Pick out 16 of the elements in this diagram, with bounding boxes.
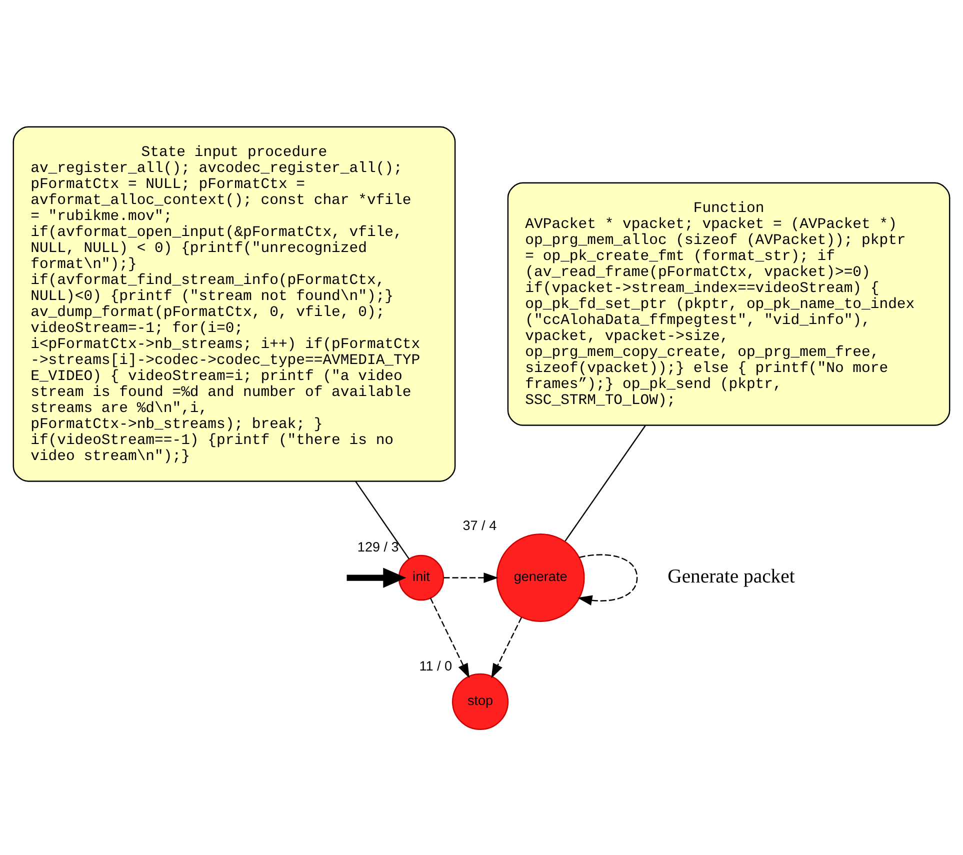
arrow [491,616,522,678]
label: Generate packet [668,564,795,587]
node-label: 37 / 4 [462,518,497,533]
connector [355,480,410,559]
node-circle: stop [452,672,509,730]
arrow [430,597,470,678]
node-circle: init [398,554,444,600]
node-circle: generate [496,533,585,622]
node-label: 11 / 0 [419,658,452,673]
node-box: State input procedure av_register_all(); avcodec_register_all(); pFormatCtx = NULL; pFormatCtx = avformat_alloc_context(); const char *vfile = "rubikme.mov"; if(avformat_open_input(&pFormatCtx, vfile, NULL, NULL) < 0) {printf("unrecognized format\n");} if(avformat_find_stream_info(pFormatCtx, NULL)<0) {printf ("stream not found\n");} av_dump_format(pFormatCtx, 0, vfile, 0); videoStream=-1; for(i=0; i<pFormatCtx->nb_streams; i++) if(pFormatCtx->streams[i]->codec->codec_type==AVMEDIA_TYPE_VIDEO) { videoStream=i; printf ("a video stream is found =%d and number of available streams are %d\n",i, pFormatCtx->nb_streams); break; } if(videoStream==-1) {printf ("there is no video stream\n");} [12,126,456,482]
arrow [444,572,498,582]
connector [564,424,646,541]
node-label: 129 / 3 [357,539,399,554]
node-box: Function AVPacket * vpacket; vpacket = (AVPacket *) op_prg_mem_alloc (sizeof (AVPacket)); pkptr = op_pk_create_fmt (format_str); if (av_read_frame(pFormatCtx, vpacket)>=0) if(vpacket->stream_index==videoStream) { op_pk_fd_set_ptr (pkptr, op_pk_name_to_index ("ccAlohaData_ffmpegtest", "vid_info"), vpacket, vpacket->size, op_prg_mem_copy_create, op_prg_mem_free, sizeof(vpacket));} else { printf("No more frames”);} op_pk_send (pkptr, SSC_STRM_TO_LOW); [507,182,950,426]
arrow [346,567,406,588]
arrow [577,554,638,605]
